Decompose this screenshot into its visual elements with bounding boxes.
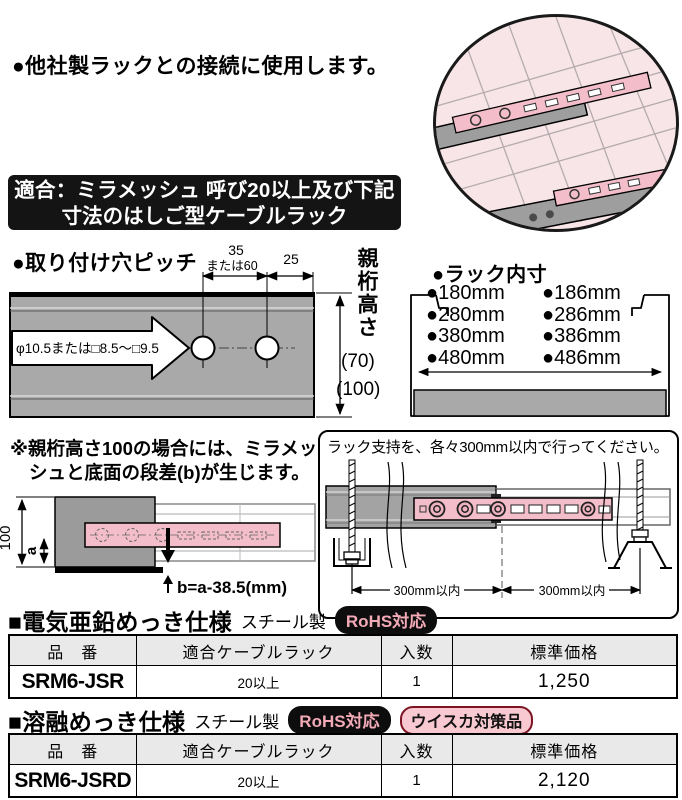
col-price: 標準価格 (451, 634, 678, 666)
col-qty: 入数 (380, 733, 453, 765)
hotdip-spec-table: 品 番 適合ケーブルラック 入数 標準価格 SRM6-JSRD 20以上 1 2… (8, 733, 678, 798)
qty: 1 (380, 665, 453, 699)
compatibility-banner: 適合：ミラメッシュ 呼び20以上及び下記 寸法のはしご型ケーブルラック (8, 175, 401, 230)
banner-line1: 適合：ミラメッシュ 呼び20以上及び下記 (14, 179, 395, 202)
col-qty: 入数 (380, 634, 453, 666)
hanger-rod-right (608, 459, 672, 569)
table-row: SRM6-JSR 20以上 1 1,250 (8, 665, 678, 699)
note-line1: ※親桁高さ100の場合には、ミラメッ (10, 438, 318, 459)
upper-rail-joint (436, 71, 652, 155)
col-rack-fit: 適合ケーブルラック (135, 634, 382, 666)
support-caption: ラック支持を、各々300mm以内で行ってください。 (327, 439, 669, 456)
qty: 1 (380, 764, 453, 798)
hole-size-label: φ10.5または□8.5～□9.5 (16, 341, 159, 356)
part-no: SRM6-JSRD (8, 764, 137, 798)
support-spacing-box: ラック支持を、各々300mm以内で行ってください。 (318, 430, 679, 619)
dim-label-35b: または60 (206, 259, 257, 273)
step-difference-diagram: 100 a b=a-38.5(mm) (0, 496, 316, 597)
section-hotdip-material: スチール製 (194, 712, 280, 732)
girder-height-label: 親桁高さ (355, 247, 378, 339)
col-part-no: 品 番 (8, 733, 137, 765)
lower-rail-joint (436, 164, 676, 229)
banner-line2: 寸法のはしご型ケーブルラック (61, 205, 348, 228)
rack-base-bar (413, 389, 667, 417)
section-zinc-heading: ■電気亜鉛めっき仕様 スチール製 RoHS対応 (8, 603, 438, 637)
section-hotdip-title: ■溶融めっき仕様 (8, 709, 186, 735)
size-item: ●386mm (542, 325, 621, 347)
table-header-row: 品 番 適合ケーブルラック 入数 標準価格 (8, 733, 678, 765)
girder-height-100: (100) (336, 379, 381, 400)
dim-label-25: 25 (283, 251, 299, 267)
zinc-spec-table: 品 番 適合ケーブルラック 入数 標準価格 SRM6-JSR 20以上 1 1,… (8, 634, 678, 699)
hole-callout-arrow (11, 316, 190, 380)
rack-inner-heading: ●ラック内寸 (432, 264, 548, 286)
dim-300-left: 300mm以内 (394, 584, 461, 598)
dim-300-right: 300mm以内 (539, 584, 606, 598)
size-item: ●180mm (426, 282, 505, 304)
b-formula: b=a-38.5(mm) (177, 578, 287, 597)
whisker-badge: ウイスカ対策品 (399, 705, 534, 735)
table-header-row: 品 番 適合ケーブルラック 入数 標準価格 (8, 634, 678, 666)
dim-label-a: a (23, 546, 40, 555)
rohs-badge: RoHS対応 (288, 706, 391, 734)
intro-text: ●他社製ラックとの接続に使用します。 (12, 55, 389, 78)
size-item: ●486mm (542, 346, 621, 369)
hole-pitch-heading: ●取り付け穴ピッチ (12, 252, 198, 275)
rack-inner-size-list: ●180mm ●186mm ●280mm ●286mm ●380mm ●386m… (426, 282, 621, 369)
mesh-rack-joint-illustration (436, 17, 676, 229)
size-item: ●186mm (542, 282, 621, 304)
rack-fit: 20以上 (135, 665, 382, 699)
dim-label-35: 35 (228, 242, 244, 258)
size-item: ●380mm (426, 325, 505, 347)
hole-pitch-diagram: 35 または60 25 φ10.5または□8.5～□9.5 (9, 242, 352, 418)
price: 1,250 (451, 665, 678, 699)
joint-plate-details (419, 500, 611, 518)
size-item: ●280mm (426, 303, 505, 326)
rack-fit: 20以上 (135, 764, 382, 798)
section-hotdip-heading: ■溶融めっき仕様 スチール製 RoHS対応 ウイスカ対策品 (8, 703, 534, 737)
table-row: SRM6-JSRD 20以上 1 2,120 (8, 764, 678, 798)
b-up-arrow (163, 575, 173, 584)
col-part-no: 品 番 (8, 634, 137, 666)
rohs-badge: RoHS対応 (334, 606, 438, 634)
hanger-rod-left (333, 459, 371, 567)
size-item: ●480mm (426, 346, 505, 369)
price: 2,120 (451, 764, 678, 798)
part-no: SRM6-JSR (8, 665, 137, 699)
size-item: ●286mm (542, 303, 621, 326)
mount-hole-left (190, 335, 216, 361)
cables (386, 461, 621, 569)
section-zinc-title: ■電気亜鉛めっき仕様 (8, 609, 232, 635)
step-down-arrow (161, 550, 175, 563)
dim-label-100: 100 (0, 525, 14, 550)
section-zinc-material: スチール製 (240, 612, 326, 632)
col-price: 標準価格 (451, 733, 678, 765)
rack-inner-diagram (410, 294, 670, 417)
product-illustration-circle (433, 14, 679, 232)
note-line2: シュと底面の段差(b)が生じます。 (29, 462, 310, 483)
mount-hole-right (254, 335, 280, 361)
support-spacing-diagram: 300mm以内 300mm以内 (325, 459, 672, 598)
spacing-dimensions (350, 548, 642, 595)
girder-height-70: (70) (341, 351, 375, 372)
col-rack-fit: 適合ケーブルラック (135, 733, 382, 765)
height-note: ※親桁高さ100の場合には、ミラメッ シュと底面の段差(b)が生じます。 (10, 437, 326, 485)
